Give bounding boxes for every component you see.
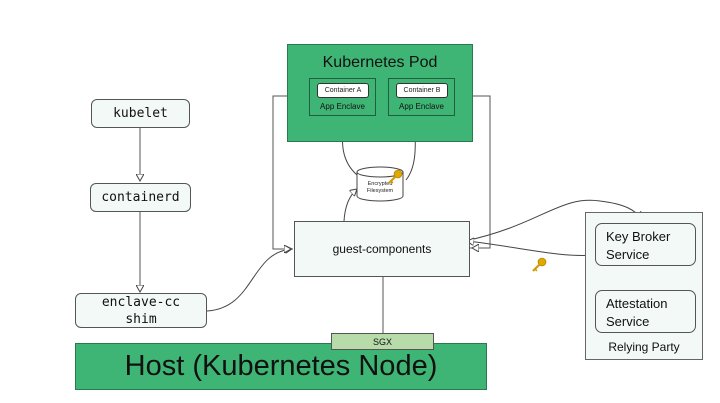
key-icon xyxy=(532,257,547,272)
enclave-a-label: App Enclave xyxy=(320,102,365,111)
enclave-b[interactable]: Container B App Enclave xyxy=(388,78,455,116)
encrypted-filesystem[interactable]: Encrypted Filesystem xyxy=(356,166,404,202)
enclave-cc-shim-node[interactable]: enclave-cc shim xyxy=(75,293,207,328)
arrow-guest-fs xyxy=(343,189,357,222)
key-broker-service[interactable]: Key Broker Service xyxy=(595,223,696,266)
guest-components[interactable]: guest-components xyxy=(294,221,470,277)
host-node[interactable]: Host (Kubernetes Node) xyxy=(75,343,487,390)
kubernetes-pod: Kubernetes Pod Container A App Enclave C… xyxy=(287,44,473,142)
arrow-kbs-guest xyxy=(467,241,595,256)
relying-party: Key Broker Service Attestation Service R… xyxy=(585,212,703,360)
sgx-badge: SGX xyxy=(331,333,434,350)
relying-party-label: Relying Party xyxy=(608,340,680,354)
container-b[interactable]: Container B xyxy=(396,83,448,98)
arrow-shim-guest xyxy=(206,249,292,312)
filesystem-label: Encrypted Filesystem xyxy=(366,181,394,194)
attestation-service[interactable]: Attestation Service xyxy=(595,290,696,333)
key-icon xyxy=(388,169,403,184)
enclave-a[interactable]: Container A App Enclave xyxy=(309,78,376,116)
containerd-node[interactable]: containerd xyxy=(90,183,191,212)
kubelet-node[interactable]: kubelet xyxy=(91,99,190,128)
arrow-guest-kbs xyxy=(464,199,642,242)
enclave-b-label: App Enclave xyxy=(399,102,444,111)
container-a[interactable]: Container A xyxy=(317,83,369,98)
pod-title: Kubernetes Pod xyxy=(322,54,438,71)
